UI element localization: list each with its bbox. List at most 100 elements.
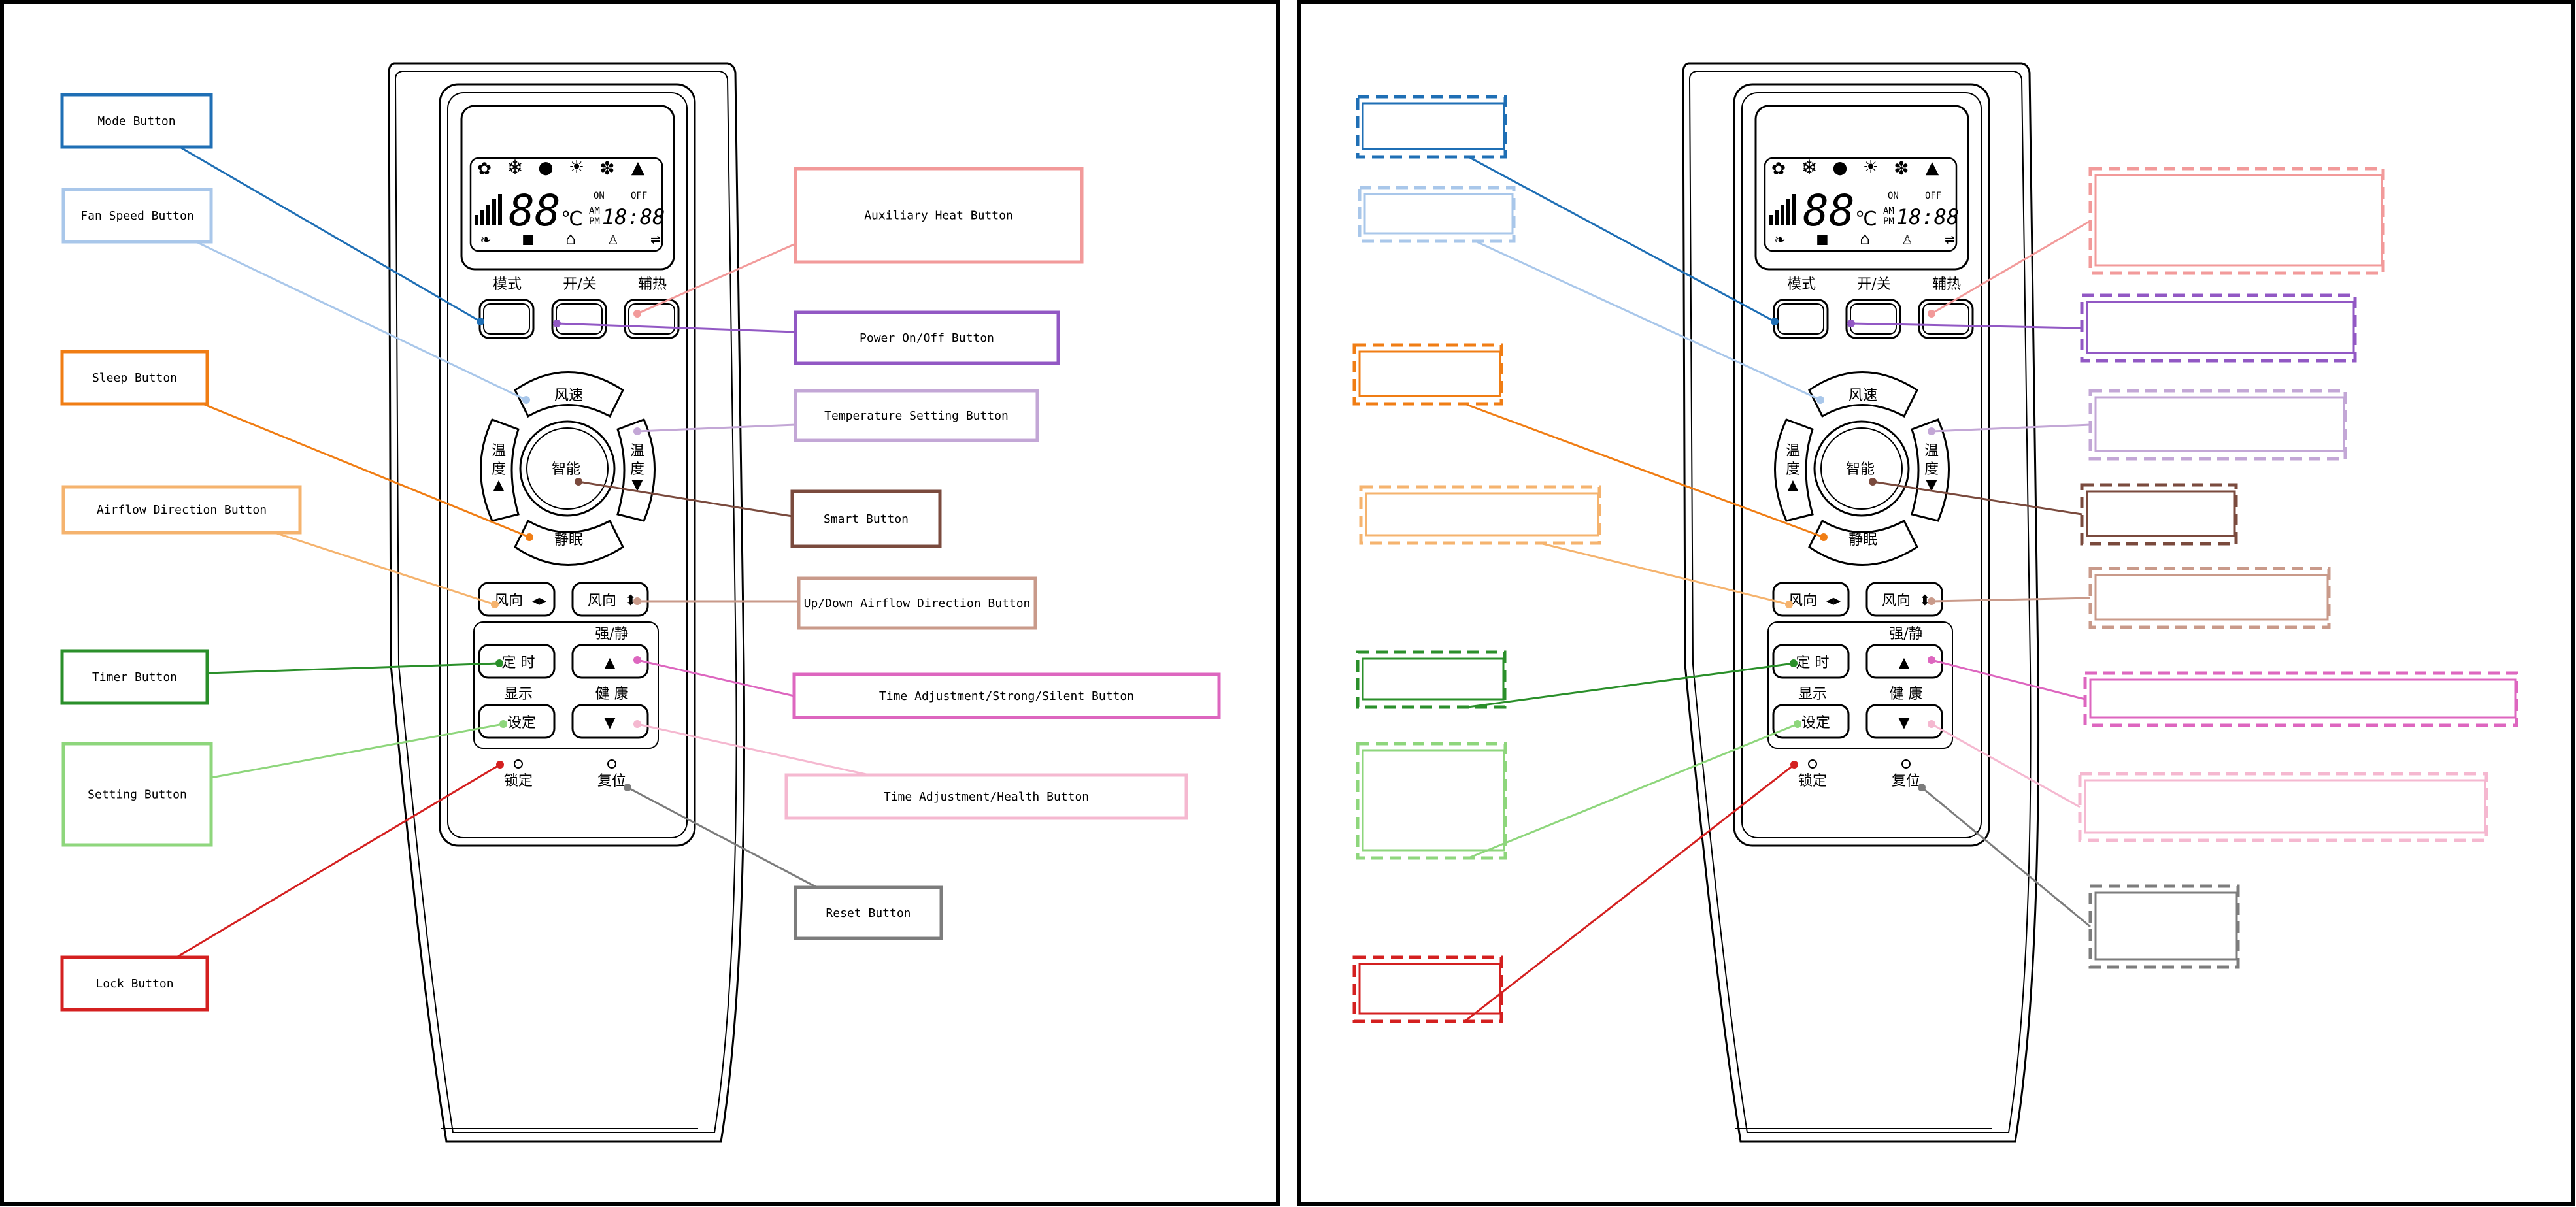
setting-button[interactable] [478,704,556,739]
time-adjust-up-button[interactable] [571,644,649,679]
sleep-button[interactable] [1808,519,1918,566]
temp-up-button[interactable] [1774,418,1814,522]
reset-callout-label: Reset Button [826,906,911,920]
aux-heat-button[interactable] [1918,299,1974,339]
lcd-on-label: ON [594,191,605,201]
lock-pinhole[interactable] [514,759,523,769]
reset-label: 复位 [597,773,626,789]
health-leader-line [637,723,870,776]
temp-right-char1: 温 [1924,443,1939,459]
mode-button[interactable] [478,299,535,339]
up-down-arrow-icon: ⬍ [625,593,637,609]
lcd-mode-icon: ✿ [1772,154,1785,180]
aux-placeholder-leader [1931,220,2091,315]
updown-callout-label: Up/Down Airflow Direction Button [804,597,1031,610]
aux-leader-line [637,242,796,315]
lcd-square-icon: ■ [523,229,533,249]
updown-airflow-button[interactable] [1865,582,1943,617]
timer-placeholder-dot [1790,659,1798,667]
smart-placeholder-leader [1872,480,2083,516]
fan-placeholder-inner [1363,193,1514,235]
sleep-button[interactable] [514,519,624,566]
fan-speed-button[interactable] [514,371,624,418]
temp-callout-box [794,389,1039,442]
airflow-direction-button[interactable] [1772,582,1850,617]
timer-button[interactable] [478,644,556,679]
left-right-arrow-icon: ◂▸ [1826,593,1841,609]
setting-button[interactable] [1772,704,1850,739]
lcd-health-icon: ⌂ [1860,229,1870,249]
fan-placeholder-box [1358,186,1516,243]
smart-target-dot [575,478,582,486]
lcd-leaf-icon: ❧ [1775,229,1785,249]
lock-pinhole[interactable] [1808,759,1817,769]
power-button-label: 开/关 [563,276,596,293]
smart-button[interactable] [1813,420,1910,517]
power-callout-box [794,310,1060,365]
temp-up-arrow-icon: ▲ [493,477,505,493]
lcd-pm-label: PM [589,216,600,227]
lock-label: 锁定 [1798,773,1827,789]
mode-callout-box [60,93,213,149]
timeadj-placeholder-box [2083,671,2518,727]
lcd-am-label: AM [1883,206,1894,216]
sleep-callout-label: Sleep Button [92,371,177,385]
lcd-sleep-icon: ♙ [1902,229,1913,249]
mode-target-dot [477,318,484,325]
timeadj-placeholder-dot [1928,656,1935,664]
left-panel-frame [0,0,1280,1206]
time-adjust-down-button[interactable] [1865,704,1943,739]
smart-callout-label: Smart Button [824,512,909,526]
temp-up-button[interactable] [480,418,520,522]
timeadj-placeholder-inner [2089,678,2517,719]
down-triangle-icon: ▼ [1899,715,1910,731]
updown-airflow-button[interactable] [571,582,649,617]
lock-callout-box [60,955,209,1012]
mode-placeholder-inner [1362,102,1505,150]
fan-callout-box [61,188,213,244]
lcd-signal-bar [1781,205,1784,225]
health-placeholder-inner [2084,779,2486,834]
aux-heat-button-label: 辅热 [638,276,667,293]
timer-callout-box [60,649,209,705]
lcd-temperature-digits: 88 [509,186,560,236]
reset-pinhole[interactable] [607,759,616,769]
temp-callout-label: Temperature Setting Button [824,409,1009,423]
lcd-off-label: OFF [631,191,647,201]
time-adjust-down-button[interactable] [571,704,649,739]
aux-target-dot [633,310,641,318]
setting-placeholder-box [1356,742,1507,860]
temp-down-button[interactable] [616,418,656,522]
updown-target-dot [633,597,641,605]
power-button[interactable] [1845,299,1901,339]
timer-placeholder-inner [1362,657,1505,701]
aux-heat-button[interactable] [624,299,680,339]
lcd-health-icon: ⌂ [565,229,576,249]
setting-label: 设定 [507,715,536,731]
lcd-on-label: ON [1888,191,1899,201]
lcd-signal-bar [1786,199,1790,225]
power-button[interactable] [551,299,607,339]
smart-button[interactable] [519,420,616,517]
temp-placeholder-inner [2094,396,2345,452]
lcd-unit-celsius: ℃ [1855,208,1877,231]
lcd-signal-bar [1792,194,1796,225]
display-label: 显示 [1798,686,1827,703]
reset-pinhole[interactable] [1901,759,1911,769]
lock-placeholder-inner [1358,963,1501,1015]
fan-speed-button[interactable] [1808,371,1918,418]
time-adjust-up-button[interactable] [1865,644,1943,679]
mode-button[interactable] [1773,299,1829,339]
setting-callout-label: Setting Button [88,788,187,802]
lock-leader-line [176,763,501,959]
temp-right-char2: 度 [630,461,644,478]
callout-lines [176,146,2091,1023]
lcd-dry-icon: ● [539,154,553,180]
timer-button[interactable] [1772,644,1850,679]
timer-callout-label: Timer Button [92,670,177,684]
updown-placeholder-dot [1928,597,1935,605]
timeadj-leader-line [637,659,795,697]
lock-target-dot [496,761,504,769]
temp-down-button[interactable] [1911,418,1950,522]
